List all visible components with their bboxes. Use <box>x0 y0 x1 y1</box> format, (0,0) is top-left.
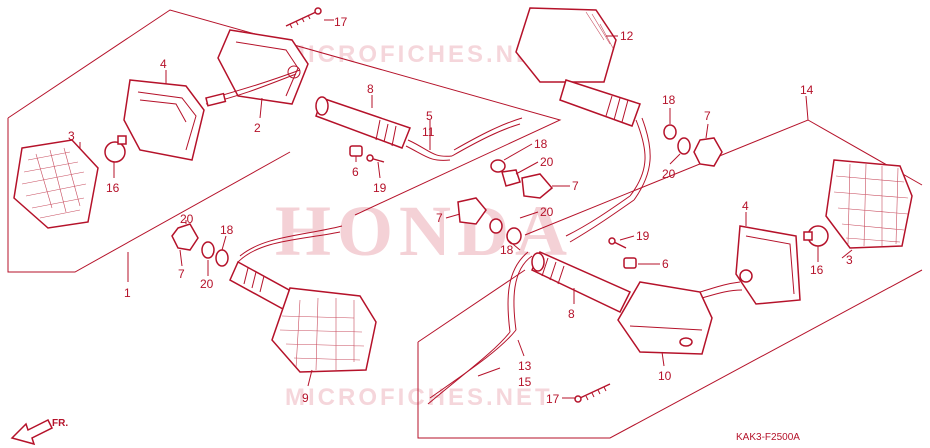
callout-16-right: 16 <box>810 263 824 277</box>
callout-labels: 17 4 2 8 5 11 6 19 3 16 1 20 18 7 20 9 1… <box>68 15 853 406</box>
callout-14: 14 <box>800 83 814 97</box>
callout-20-right: 20 <box>662 167 676 181</box>
left-rear-washers <box>201 241 229 267</box>
callout-15: 15 <box>518 375 532 389</box>
left-front-stay <box>315 96 523 161</box>
right-rear-hardware <box>663 124 723 167</box>
front-direction-label: FR. <box>52 418 68 429</box>
right-front-collar <box>623 257 637 269</box>
right-front-bulb <box>803 225 829 247</box>
left-front-cover <box>217 29 309 105</box>
right-rear-unit <box>515 7 651 243</box>
callout-18-center-top: 18 <box>534 137 548 151</box>
callout-20-left: 20 <box>200 277 214 291</box>
callout-20-center-low: 20 <box>540 205 554 219</box>
callout-8-right: 8 <box>568 307 575 321</box>
left-front-bulb <box>104 135 127 163</box>
callout-1: 1 <box>124 286 131 300</box>
center-hardware <box>457 159 554 245</box>
right-front-stay <box>507 251 632 333</box>
callout-19-right: 19 <box>636 229 650 243</box>
callout-17-bottom: 17 <box>546 392 560 406</box>
leader-lines <box>79 19 853 399</box>
callout-7-left: 7 <box>178 267 185 281</box>
left-front-housing <box>123 79 205 161</box>
callout-7-center-right: 7 <box>572 179 579 193</box>
left-front-wires <box>205 69 301 107</box>
callout-12: 12 <box>620 29 634 43</box>
callout-20-center-mid: 20 <box>540 155 554 169</box>
callout-6-right: 6 <box>662 257 669 271</box>
callout-2: 2 <box>254 121 261 135</box>
callout-17-top: 17 <box>334 15 348 29</box>
site-watermark-top: MICROFICHES.NET <box>285 41 553 68</box>
right-front-housing <box>735 225 801 305</box>
left-rear-unit <box>271 287 377 373</box>
callout-13: 13 <box>518 359 532 373</box>
callout-3-left: 3 <box>68 129 75 143</box>
callout-7-center-left: 7 <box>436 211 443 225</box>
callout-18-left: 18 <box>220 223 234 237</box>
left-front-lens <box>13 139 99 229</box>
diagram-code: KAK3-F2500A <box>736 432 800 443</box>
right-front-screw <box>608 237 627 249</box>
callout-11: 11 <box>422 125 435 139</box>
callout-8-left: 8 <box>367 82 374 96</box>
callout-5: 5 <box>426 109 433 123</box>
callout-6-left: 6 <box>352 165 359 179</box>
callout-4-right: 4 <box>742 199 749 213</box>
left-front-screw <box>366 154 385 163</box>
callout-16-left: 16 <box>106 181 120 195</box>
left-assembly-outline <box>7 9 562 273</box>
callout-18-right: 18 <box>662 93 676 107</box>
callout-4-left: 4 <box>160 57 167 71</box>
left-rear-nut <box>171 223 199 251</box>
right-wires <box>427 329 517 405</box>
callout-20-top-left: 20 <box>180 212 194 226</box>
callout-3-right: 3 <box>846 253 853 267</box>
right-front-lens <box>825 159 913 249</box>
callout-10: 10 <box>658 369 672 383</box>
callout-7-right: 7 <box>704 109 711 123</box>
left-front-screw-top <box>285 7 322 29</box>
right-front-screw-bottom <box>574 383 611 403</box>
callout-19-left: 19 <box>373 181 387 195</box>
left-front-collar <box>349 145 363 157</box>
callout-9: 9 <box>302 391 309 405</box>
site-watermark-bottom: MICROFICHES.NET <box>285 384 553 411</box>
front-direction-marker: FR. <box>10 418 68 446</box>
right-front-unit <box>617 281 743 355</box>
callout-18-center-bottom: 18 <box>500 243 514 257</box>
